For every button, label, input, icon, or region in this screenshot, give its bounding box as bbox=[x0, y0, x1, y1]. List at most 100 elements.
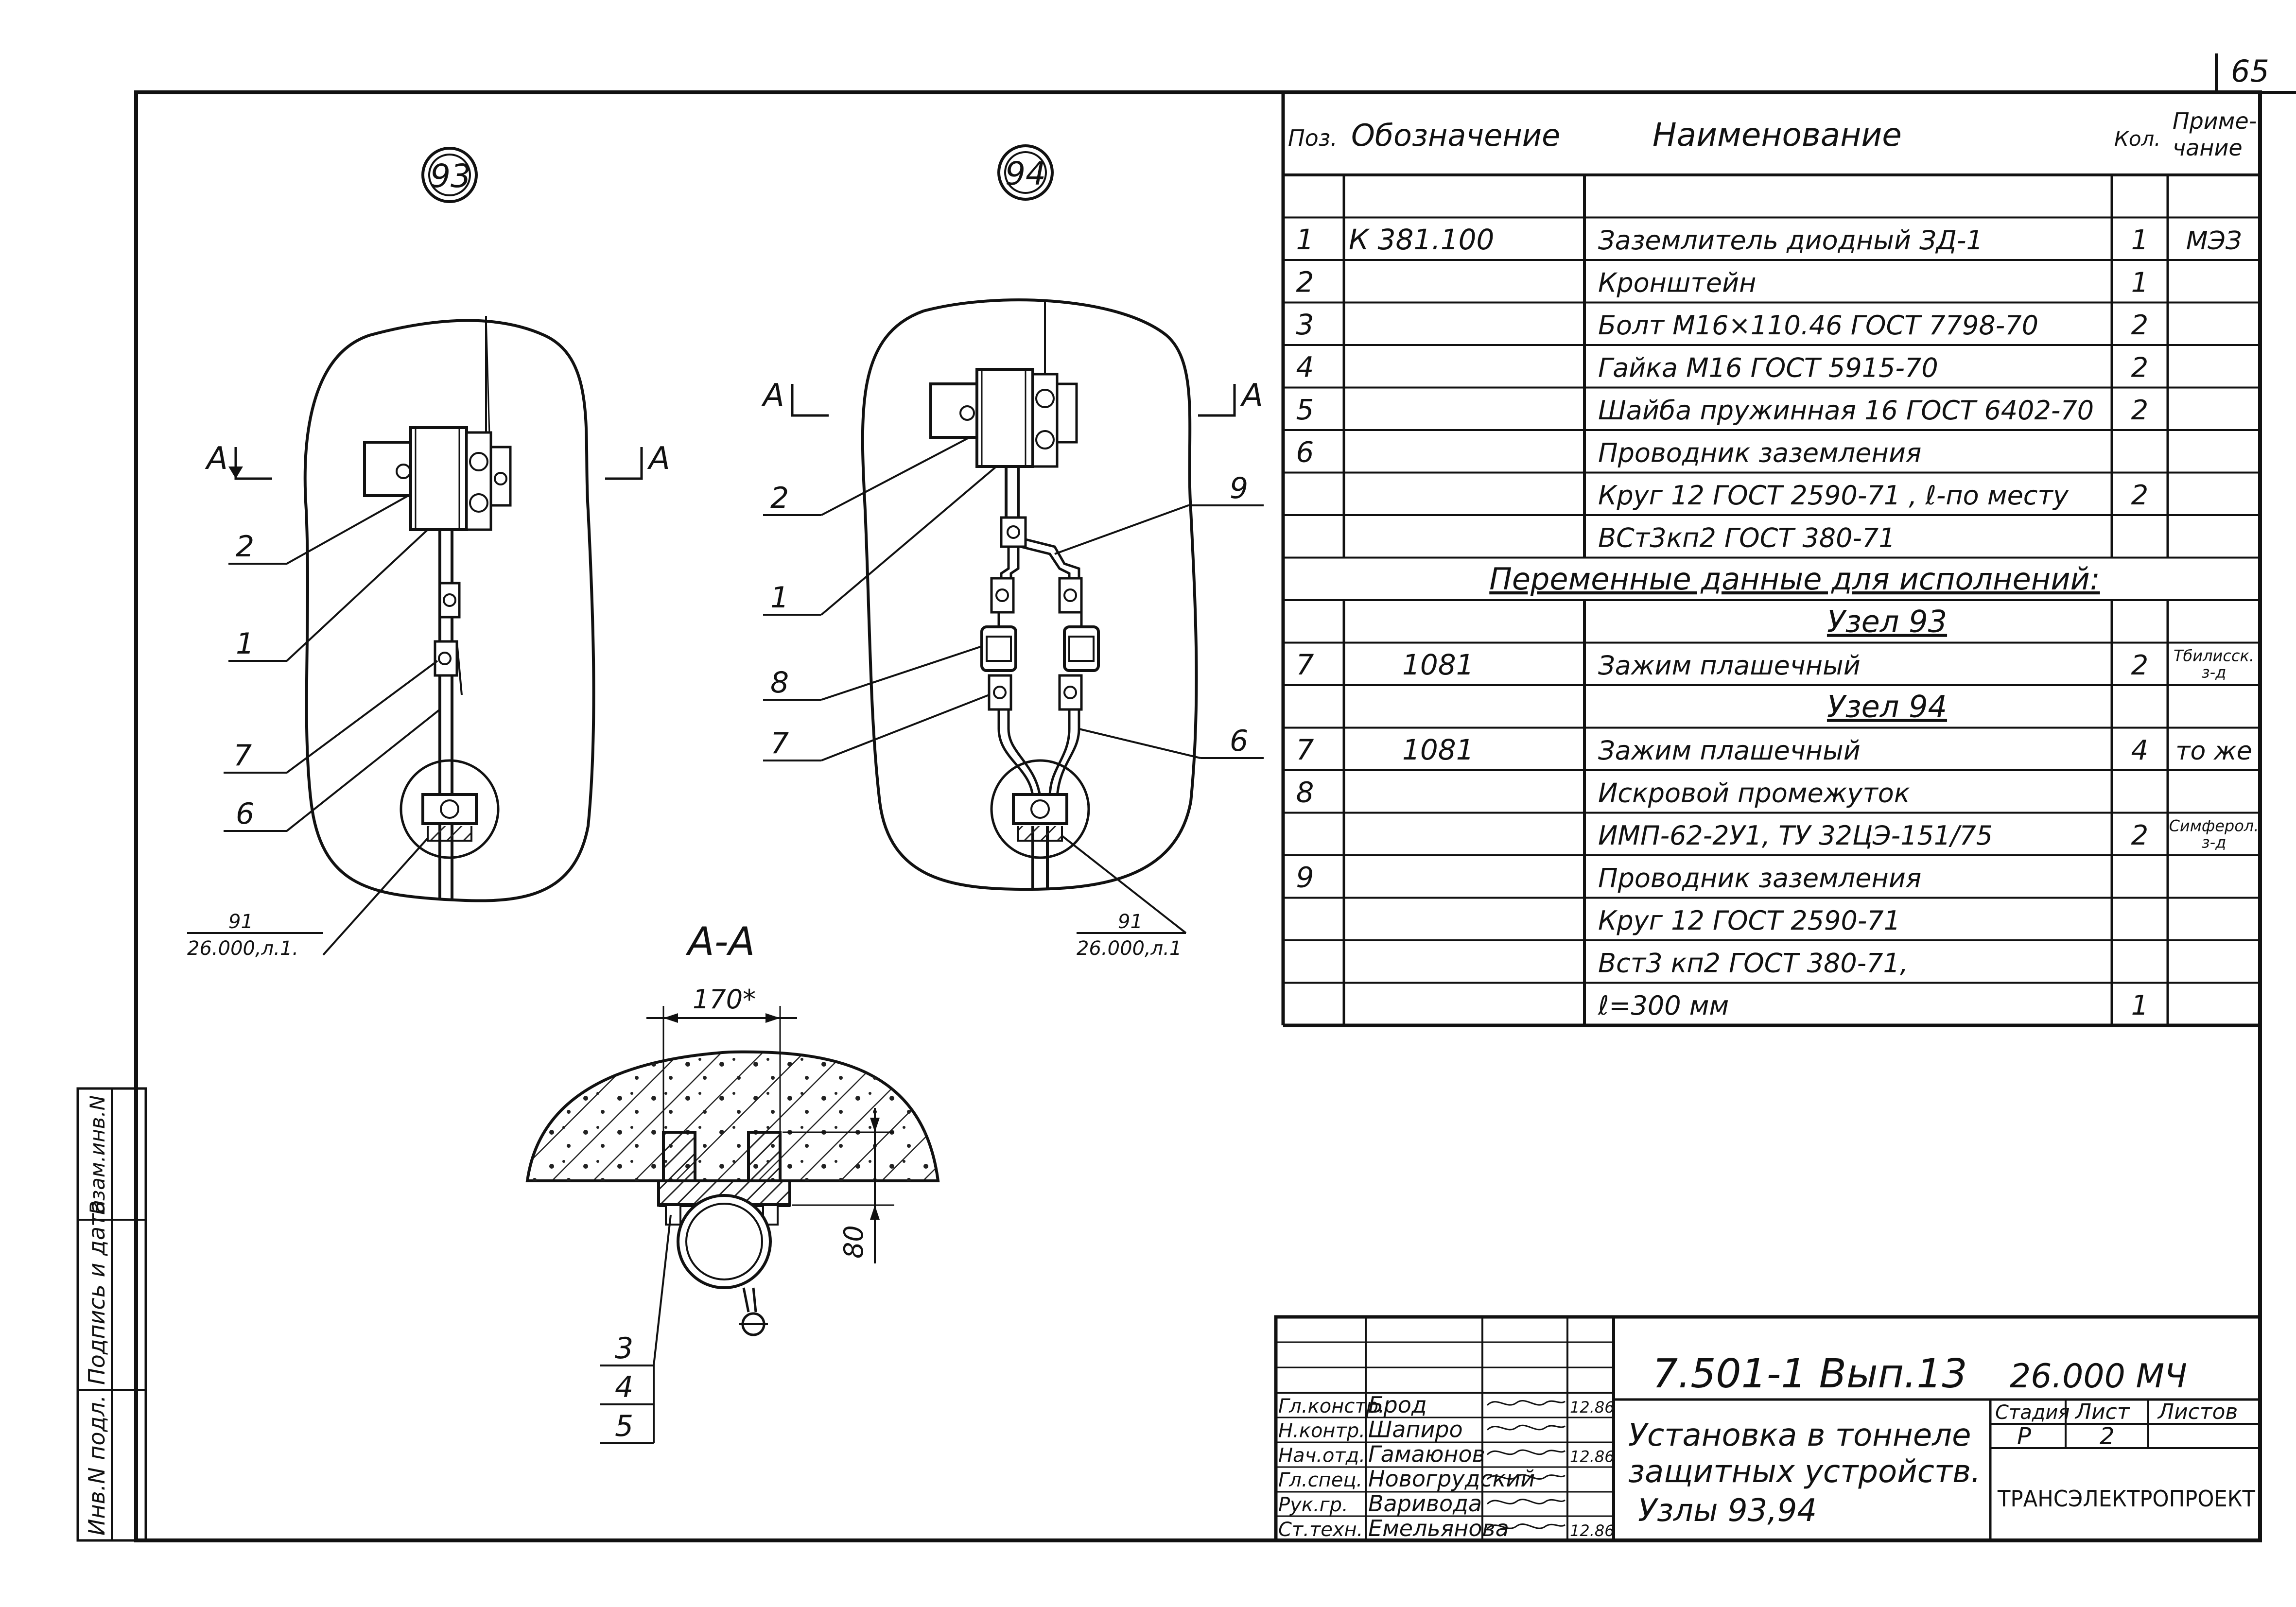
sheet-header: Лист bbox=[2074, 1400, 2130, 1424]
title-role-date: 12.86 bbox=[1570, 1447, 1615, 1466]
title-role-name: Варивода bbox=[1368, 1490, 1482, 1517]
spec-qty: 1 bbox=[2131, 990, 2149, 1021]
title-line-2: защитных устройств. bbox=[1628, 1454, 1981, 1490]
node-94-callout-7: 7 bbox=[770, 726, 789, 760]
spec-name: Проводник заземления bbox=[1598, 863, 1921, 894]
title-code: 7.501-1 Вып.13 bbox=[1652, 1351, 1967, 1397]
spec-qty: 2 bbox=[2131, 650, 2149, 681]
spec-pos: 9 bbox=[1296, 861, 1314, 894]
section-callout-5: 5 bbox=[615, 1409, 633, 1443]
header-pos: Поз. bbox=[1288, 125, 1338, 151]
node-93-label: 93 bbox=[430, 157, 471, 195]
node-94-section-right: А bbox=[1240, 378, 1263, 414]
signature bbox=[1486, 1474, 1565, 1480]
organization: ТРАНСЭЛЕКТРОПРОЕКТ bbox=[1997, 1486, 2256, 1512]
spec-qty: 4 bbox=[2131, 735, 2149, 766]
spec-pos: 4 bbox=[1296, 351, 1314, 384]
title-role-name: Брод bbox=[1368, 1392, 1427, 1418]
spec-pos: 1 bbox=[1296, 223, 1314, 256]
title-role-name: Емельянова bbox=[1368, 1515, 1509, 1541]
header-qty: Кол. bbox=[2114, 127, 2161, 151]
spec-note-2: з-д bbox=[2202, 833, 2226, 852]
spec-note: МЭЗ bbox=[2186, 226, 2242, 256]
title-role-role: Гл.констр. bbox=[1278, 1395, 1385, 1417]
node-93-callout-2: 2 bbox=[236, 530, 254, 564]
spec-name: Вст3 кп2 ГОСТ 380-71, bbox=[1598, 948, 1908, 979]
node-94-ref-top: 91 bbox=[1118, 911, 1143, 933]
spec-name: Гайка М16 ГОСТ 5915-70 bbox=[1598, 353, 1938, 383]
node-93-ref-bottom: 26.000,л.1. bbox=[187, 937, 298, 960]
side-stamp-label-2: Подпись и дата bbox=[84, 1200, 110, 1385]
spec-designation: 1081 bbox=[1402, 648, 1474, 681]
title-role-name: Гамаюнов bbox=[1368, 1441, 1485, 1467]
spec-qty: 1 bbox=[2131, 267, 2149, 299]
spec-qty: 2 bbox=[2131, 310, 2149, 341]
section-callout-4: 4 bbox=[615, 1370, 633, 1404]
node-94-callout-6: 6 bbox=[1230, 724, 1248, 758]
stage-header: Стадия bbox=[1995, 1401, 2070, 1424]
title-line-1: Установка в тоннеле bbox=[1628, 1417, 1971, 1453]
title-role-role: Гл.спец. bbox=[1278, 1469, 1362, 1491]
spec-note: то же bbox=[2175, 737, 2252, 766]
spec-note: Симферол. bbox=[2169, 817, 2259, 835]
title-role-name: Шапиро bbox=[1368, 1417, 1463, 1443]
sheet-number: 65 bbox=[2231, 53, 2269, 89]
section-a-a: А-А 170* 80 bbox=[525, 919, 940, 1444]
spec-name: ℓ=300 мм bbox=[1598, 990, 1729, 1021]
signature bbox=[1486, 1523, 1565, 1529]
header-note-2: чание bbox=[2173, 135, 2243, 161]
node-93-marker bbox=[421, 147, 478, 203]
spec-name: Проводник заземления bbox=[1598, 438, 1921, 468]
spec-name: Кронштейн bbox=[1598, 268, 1756, 298]
node-94-callout-1: 1 bbox=[770, 581, 789, 615]
spec-designation: К 381.100 bbox=[1349, 223, 1494, 256]
node-94-callout-9: 9 bbox=[1230, 471, 1248, 505]
spec-pos: 5 bbox=[1296, 393, 1314, 426]
spec-name: Заземлитель диодный ЗД-1 bbox=[1598, 225, 1983, 256]
signature bbox=[1486, 1424, 1565, 1431]
node-94-detail: 94 А А bbox=[761, 144, 1264, 960]
side-stamp: Инв.N подл. Подпись и дата Взам.инв.N bbox=[76, 1087, 147, 1542]
spec-name: Зажим плашечный bbox=[1598, 735, 1861, 766]
sheets-header: Листов bbox=[2157, 1400, 2238, 1424]
node-93-tunnel-outline bbox=[303, 319, 595, 902]
title-block: 7.501-1 Вып.13 26.000 МЧ Гл.констр.Брод 1… bbox=[1274, 1315, 2262, 1542]
spec-name: Узел 94 bbox=[1827, 689, 1947, 725]
node-94-marker bbox=[997, 144, 1054, 201]
signature bbox=[1486, 1499, 1565, 1505]
title-role-role: Нач.отд. bbox=[1278, 1444, 1365, 1467]
node-94-ref-bottom: 26.000,л.1 bbox=[1077, 937, 1182, 960]
spec-pos: 3 bbox=[1296, 308, 1314, 341]
spec-pos: 2 bbox=[1296, 266, 1314, 299]
node-94-callout-2: 2 bbox=[770, 481, 789, 515]
title-role-role: Рук.гр. bbox=[1278, 1494, 1348, 1516]
spec-name: Круг 12 ГОСТ 2590-71 , ℓ-по месту bbox=[1598, 480, 2069, 511]
node-94-section-left: А bbox=[761, 378, 784, 414]
title-doc: 26.000 МЧ bbox=[2010, 1357, 2187, 1396]
spec-name: Круг 12 ГОСТ 2590-71 bbox=[1598, 905, 1900, 936]
node-94-label: 94 bbox=[1005, 155, 1046, 192]
sheet-number-box: 65 bbox=[2215, 53, 2296, 94]
sheet-value: 2 bbox=[2100, 1423, 2115, 1450]
spec-name: ИМП-62-2У1, ТУ 32ЦЭ-151/75 bbox=[1598, 820, 1993, 851]
spec-qty: 2 bbox=[2131, 820, 2149, 851]
node-93-section-right: А bbox=[647, 441, 670, 477]
spec-qty: 2 bbox=[2131, 480, 2149, 511]
spec-name: Шайба пружинная 16 ГОСТ 6402-70 bbox=[1598, 395, 2094, 426]
header-designation: Обозначение bbox=[1351, 118, 1560, 153]
node-93-callout-6: 6 bbox=[236, 797, 254, 831]
spec-pos: 6 bbox=[1296, 436, 1314, 469]
spec-pos: 7 bbox=[1296, 733, 1314, 766]
title-role-date: 12.86 bbox=[1570, 1398, 1615, 1417]
side-stamp-label-3: Взам.инв.N bbox=[86, 1095, 109, 1215]
spec-name: Болт М16×110.46 ГОСТ 7798-70 bbox=[1598, 310, 2038, 341]
section-title: А-А bbox=[685, 919, 755, 964]
spec-note-2: з-д bbox=[2202, 663, 2226, 682]
header-note-1: Приме- bbox=[2173, 108, 2257, 134]
spec-name: Искровой промежуток bbox=[1598, 778, 1910, 809]
node-93-detail: 93 А А bbox=[187, 147, 670, 960]
spec-pos: 7 bbox=[1296, 648, 1314, 681]
signature bbox=[1486, 1400, 1565, 1406]
